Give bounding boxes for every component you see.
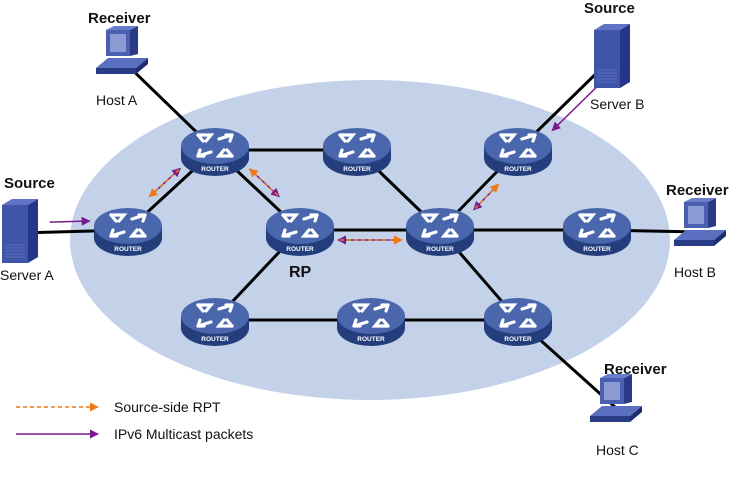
router-r7: ROUTER	[561, 206, 633, 258]
server-b-role-label: Source	[584, 0, 635, 17]
multicast-arrow-server-b-r4	[551, 85, 599, 132]
router-r2: ROUTER	[179, 126, 251, 178]
rpt-arrow-r6-r4	[474, 183, 500, 209]
server-b-name-label: Server B	[590, 96, 645, 112]
host-a-pc-icon	[96, 26, 148, 74]
host-b-role-label: Receiver	[666, 182, 729, 199]
router-r6: ROUTER	[404, 206, 476, 258]
host-b-pc-icon	[674, 198, 726, 246]
router-label: ROUTER	[201, 336, 229, 343]
host-c-name-label: Host C	[596, 442, 639, 458]
router-label: ROUTER	[504, 336, 532, 343]
routers: ROUTER ROUTER ROUTER ROUTER ROUTER ROUTER ROUT…	[92, 126, 633, 348]
router-r10: ROUTER	[482, 296, 554, 348]
router-r9: ROUTER	[335, 296, 407, 348]
multicast-arrow-server-a-r1	[49, 216, 91, 226]
router-r4: ROUTER	[482, 126, 554, 178]
server-a-role-label: Source	[4, 175, 55, 192]
host-c-role-label: Receiver	[604, 361, 667, 378]
router-label: ROUTER	[426, 246, 454, 253]
router-label: ROUTER	[583, 246, 611, 253]
router-r1: ROUTER	[92, 206, 164, 258]
host-b-name-label: Host B	[674, 264, 717, 280]
legend-rpt-label: Source-side RPT	[114, 399, 221, 415]
router-label: ROUTER	[114, 246, 142, 253]
server-a-name-label: Server A	[0, 267, 54, 283]
router-rp: ROUTER	[264, 206, 336, 258]
host-c-pc-icon	[590, 374, 642, 422]
router-label: ROUTER	[286, 246, 314, 253]
router-label: ROUTER	[201, 166, 229, 173]
server-a-server-icon	[2, 199, 38, 263]
router-label: ROUTER	[357, 336, 385, 343]
host-a-role-label: Receiver	[88, 10, 151, 27]
legend	[16, 402, 99, 439]
router-r3: ROUTER	[321, 126, 393, 178]
devices	[2, 24, 726, 422]
server-b-server-icon	[594, 24, 630, 88]
flows	[49, 85, 599, 245]
host-a-name-label: Host A	[96, 92, 138, 108]
rp-label: RP	[289, 264, 312, 281]
legend-multicast-label: IPv6 Multicast packets	[114, 426, 254, 442]
router-r8: ROUTER	[179, 296, 251, 348]
router-label: ROUTER	[343, 166, 371, 173]
router-label: ROUTER	[504, 166, 532, 173]
